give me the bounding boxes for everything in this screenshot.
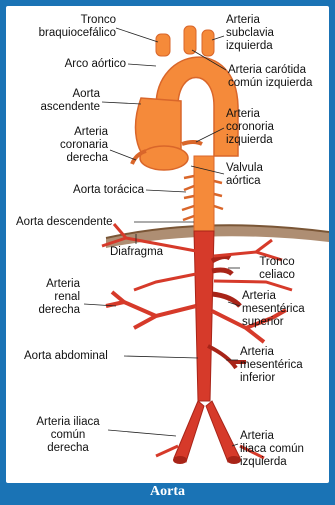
label-arteria-mesenterica-superior: Arteria mesentérica superior xyxy=(242,290,305,329)
label-arteria-coronaria-derecha: Arteria coronaria derecha xyxy=(26,126,108,165)
label-arteria-coronaria-izquierda: Arteria coronoria izquierda xyxy=(226,108,274,147)
label-tronco-celiaco: Tronco celiaco xyxy=(242,256,312,282)
label-arteria-renal-derecha: Arteria renal derecha xyxy=(16,278,80,317)
iliac-right-end xyxy=(173,456,187,464)
label-tronco-braquiocefalico: Tronco braquiocefálico xyxy=(26,14,116,40)
celiac-trunk xyxy=(212,257,232,274)
abdominal-aorta xyxy=(194,231,214,401)
left-carotid xyxy=(184,26,196,54)
label-arteria-mesenterica-inferior: Arteria mesentérica inferior xyxy=(240,346,303,385)
iliac-right xyxy=(174,401,204,462)
label-arteria-carotida-comun-izquierda: Arteria carótida común izquierda xyxy=(228,64,312,90)
label-arteria-iliaca-comun-izquierda: Arteria iliaca común izquierda xyxy=(240,430,304,469)
iliac-left-end xyxy=(227,456,241,464)
left-subclavian xyxy=(202,30,214,56)
label-aorta-toracica: Aorta torácica xyxy=(26,184,144,197)
renal-right xyxy=(106,292,196,328)
label-aorta-ascendente: Aorta ascendente xyxy=(26,88,100,114)
label-arco-aortico: Arco aórtico xyxy=(26,58,126,71)
label-valvula-aortica: Valvula aórtica xyxy=(226,162,263,188)
iliac-left xyxy=(206,401,240,462)
aortic-root xyxy=(140,146,188,170)
coronary-left xyxy=(182,142,202,144)
label-diafragma: Diafragma xyxy=(110,246,163,259)
label-aorta-descendente: Aorta descendente xyxy=(16,216,113,229)
brachiocephalic-trunk xyxy=(156,34,170,56)
label-arteria-iliaca-comun-derecha: Arteria iliaca común derecha xyxy=(26,416,110,455)
label-aorta-abdominal: Aorta abdominal xyxy=(24,350,108,363)
figure-caption: Aorta xyxy=(6,483,329,501)
label-arteria-subclavia-izquierda: Arteria subclavia izquierda xyxy=(226,14,274,53)
illustration-panel: Tronco braquiocefálico Arco aórtico Aort… xyxy=(6,6,329,483)
